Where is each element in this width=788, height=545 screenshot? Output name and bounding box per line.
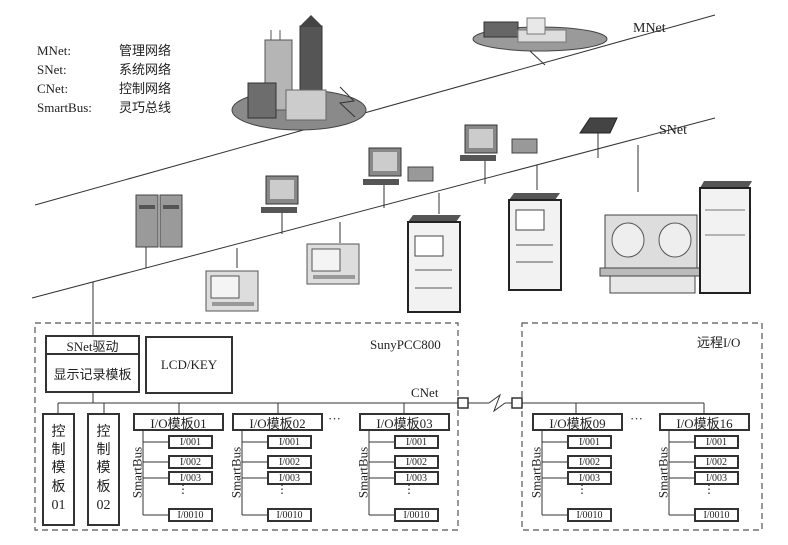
factory-icon	[231, 15, 367, 131]
smartbus-label: SmartBus	[655, 446, 671, 499]
io-module-box: I/0010	[267, 508, 312, 522]
cnet-label: CNet	[411, 385, 439, 400]
cabinet-icon	[508, 193, 562, 291]
io-module-box: I/003	[267, 471, 312, 485]
io-board-box: I/O模板09	[532, 413, 623, 431]
legend-value: 控制网络	[119, 81, 172, 96]
main-unit-title: SunyPCC800	[370, 337, 441, 352]
io-board-box: I/O模板01	[133, 413, 224, 431]
laptop-icon	[579, 117, 618, 134]
io-module-box: I/001	[394, 435, 439, 449]
io-module-box: I/0010	[168, 508, 213, 522]
cnet-port-left	[457, 397, 469, 409]
mnet-label: MNet	[633, 21, 666, 36]
server-icon	[135, 194, 183, 248]
more-modules-ellipsis: ⋮	[177, 482, 189, 496]
main-unit-boundary	[34, 322, 459, 531]
remote-unit-boundary	[521, 322, 763, 531]
workstation-printer-icon	[460, 124, 538, 161]
smartbus-label: SmartBus	[228, 446, 244, 499]
io-module-box: I/003	[567, 471, 612, 485]
link-break-icon	[488, 393, 506, 413]
io-module-box: I/002	[168, 455, 213, 469]
snet-label: SNet	[659, 123, 687, 138]
ellipsis: ···	[328, 411, 341, 426]
workstation-printer-icon	[363, 147, 434, 185]
lcd-key-box: LCD/KEY	[145, 336, 233, 394]
io-module-box: I/003	[168, 471, 213, 485]
io-module-box: I/002	[267, 455, 312, 469]
io-board-box: I/O模板03	[359, 413, 450, 431]
smartbus-label: SmartBus	[129, 446, 145, 499]
io-module-box: I/002	[567, 455, 612, 469]
io-module-box: I/0010	[394, 508, 439, 522]
io-module-box: I/003	[394, 471, 439, 485]
io-module-box: I/002	[694, 455, 739, 469]
legend-value: 管理网络	[119, 43, 172, 58]
more-modules-ellipsis: ⋮	[276, 482, 288, 496]
io-module-box: I/0010	[694, 508, 739, 522]
legend-key: MNet:	[37, 43, 71, 58]
snet-driver-box: SNet驱动	[45, 335, 140, 355]
cnet-port-right	[511, 397, 523, 409]
io-board-box: I/O模板16	[659, 413, 750, 431]
io-module-box: I/003	[694, 471, 739, 485]
ellipsis: ···	[630, 411, 643, 426]
io-module-box: I/001	[267, 435, 312, 449]
legend-key: SNet:	[37, 62, 67, 77]
legend-value: 系统网络	[119, 62, 172, 77]
operator-panel-icon	[306, 243, 360, 285]
control-board-box: 控 制 模 板 02	[87, 413, 120, 526]
io-module-box: I/001	[694, 435, 739, 449]
remote-unit-title: 远程I/O	[697, 335, 741, 350]
io-module-box: I/001	[168, 435, 213, 449]
operator-panel-icon	[205, 270, 259, 312]
io-board-box: I/O模板02	[232, 413, 323, 431]
more-modules-ellipsis: ⋮	[703, 482, 715, 496]
display-board-box: 显示记录模板	[45, 353, 140, 393]
more-modules-ellipsis: ⋮	[576, 482, 588, 496]
io-module-box: I/001	[567, 435, 612, 449]
console-icon	[599, 181, 752, 294]
legend-key: CNet:	[37, 81, 69, 96]
smartbus-label: SmartBus	[528, 446, 544, 499]
io-module-box: I/002	[394, 455, 439, 469]
io-module-box: I/0010	[567, 508, 612, 522]
workstation-icon	[261, 175, 299, 213]
control-board-box: 控 制 模 板 01	[42, 413, 75, 526]
mnet-line	[34, 14, 716, 206]
cabinet-icon	[407, 215, 461, 313]
link-break-icon	[338, 86, 356, 118]
more-modules-ellipsis: ⋮	[403, 482, 415, 496]
legend-value: 灵巧总线	[119, 100, 172, 115]
office-icon	[472, 17, 608, 52]
legend-key: SmartBus:	[37, 100, 92, 115]
smartbus-label: SmartBus	[355, 446, 371, 499]
